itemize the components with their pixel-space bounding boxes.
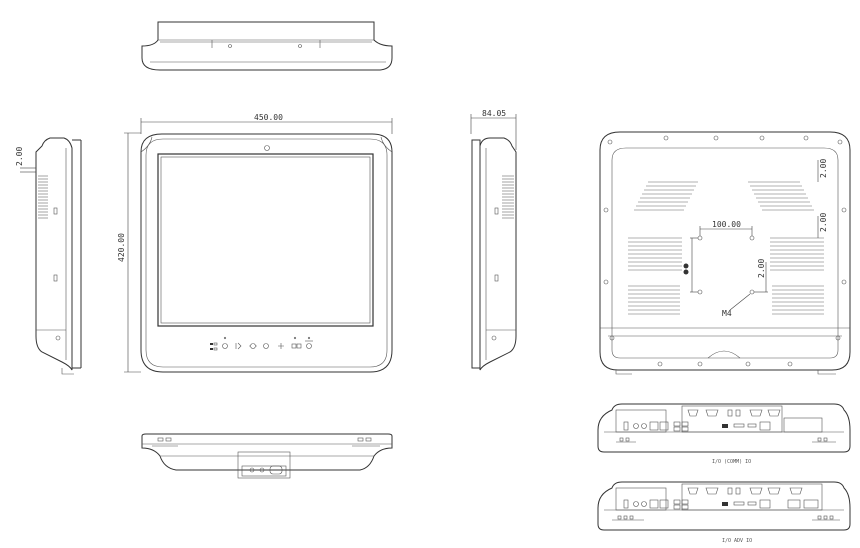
rear-vents-bottom-right (772, 285, 824, 315)
rear-vents-mid-left (628, 237, 682, 271)
front-buttons (210, 336, 313, 351)
rear-vents-bottom-left (628, 285, 680, 315)
vesa-hole (697, 289, 703, 295)
vesa-hole (749, 235, 755, 241)
top-view (141, 21, 393, 71)
bottom-view (141, 433, 393, 479)
io-panel-1-ports (616, 409, 836, 443)
front-view: 450.00 420.00 (117, 113, 393, 373)
bottom-view-ports (152, 437, 380, 447)
io-panel-2-ports (612, 487, 840, 521)
left-side-vents (38, 175, 48, 219)
screw-label: M4 (722, 309, 732, 318)
height-dimension-label: 420.00 (117, 233, 126, 262)
display-area (157, 153, 374, 327)
rear-vents-mid-right (770, 237, 824, 271)
rear-right-mid-dimension: 2.00 (819, 213, 828, 232)
vesa-height-label: 2.00 (757, 259, 766, 278)
width-dimension-label: 450.00 (254, 113, 283, 122)
right-side-view: 84.05 (470, 109, 517, 371)
camera-icon (264, 145, 270, 151)
depth-dimension-label: 84.05 (482, 109, 506, 118)
io-panel-1-caption: I/O (COMM) IO (712, 459, 751, 465)
io-panel-1: I/O (COMM) IO (597, 403, 851, 465)
rear-vents-top-right (748, 181, 814, 211)
io-panel-2: I/O ADV IO (597, 481, 851, 544)
side-small-dimension-label: 2.00 (15, 147, 24, 166)
vesa-width-label: 100.00 (712, 220, 741, 229)
right-side-vents (502, 175, 514, 219)
vesa-mount: 100.00 2.00 M4 (683, 220, 768, 318)
io-panel-2-caption: I/O ADV IO (722, 538, 752, 544)
vesa-hole (697, 235, 703, 241)
rear-top-right-dimension: 2.00 (819, 159, 828, 178)
rear-view: 100.00 2.00 M4 2.00 2.00 (599, 131, 851, 375)
left-side-view: 2.00 (15, 137, 82, 375)
vesa-hole (749, 289, 755, 295)
rear-vents-top-left (634, 181, 698, 211)
